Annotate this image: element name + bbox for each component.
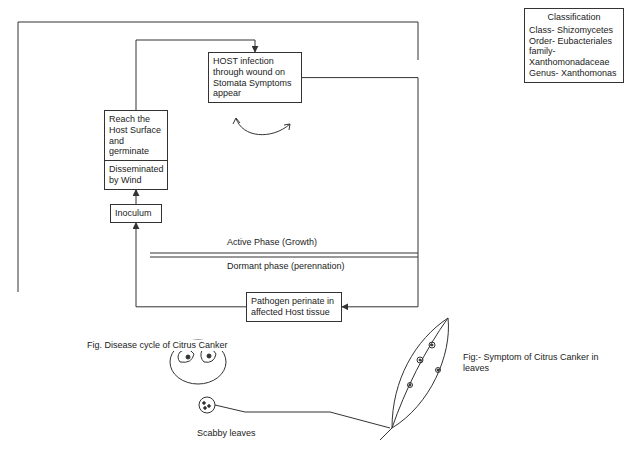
phase-divider (150, 257, 418, 258)
box-text: Order- Eubacteriales (529, 36, 619, 47)
figure-label: Fig:- Symptom of Citrus Canker in leaves (462, 352, 614, 374)
cycle-frame (18, 22, 418, 292)
box-text: HOST infection through wound on Stomata … (213, 56, 297, 99)
box-text: Class- Shizomycetes (529, 25, 619, 36)
curved-arrow (236, 118, 290, 135)
citrus-leaf (392, 318, 448, 428)
process-box: Inoculum (110, 204, 162, 223)
cycle-arrow (302, 78, 418, 307)
arrow-heads (233, 118, 290, 130)
phase-label: Dormant phase (perennation) (226, 261, 346, 272)
figure-label: Scabby leaves (196, 428, 257, 439)
phase-label: Active Phase (Growth) (226, 237, 318, 248)
process-box: HOST infection through wound on Stomata … (208, 52, 302, 103)
leader-line (215, 405, 390, 428)
leaf-midrib (392, 318, 448, 428)
magnified-spot (199, 397, 215, 413)
box-text: Disseminated by Wind (109, 164, 163, 186)
box-text: Reach the Host Surface and germinate (109, 114, 163, 157)
leaf-stalk (380, 428, 392, 440)
classification-box: ClassificationClass- ShizomycetesOrder- … (524, 8, 624, 83)
box-text: Inoculum (115, 208, 157, 219)
box-text: Genus- Xanthomonas (529, 68, 619, 79)
process-box: Pathogen perinate in affected Host tissu… (246, 292, 342, 322)
phase-divider (150, 253, 418, 254)
canker-spot (178, 349, 194, 362)
box-text: Pathogen perinate in affected Host tissu… (251, 296, 337, 318)
process-box: Reach the Host Surface and germinate (104, 110, 168, 161)
cycle-arrow (136, 190, 137, 204)
figure-caption: Fig. Disease cycle of Citrus Canker (86, 340, 229, 351)
process-box: Disseminated by Wind (104, 160, 168, 190)
box-text: family- Xanthomonadaceae (529, 46, 619, 68)
box-heading: Classification (529, 12, 619, 23)
